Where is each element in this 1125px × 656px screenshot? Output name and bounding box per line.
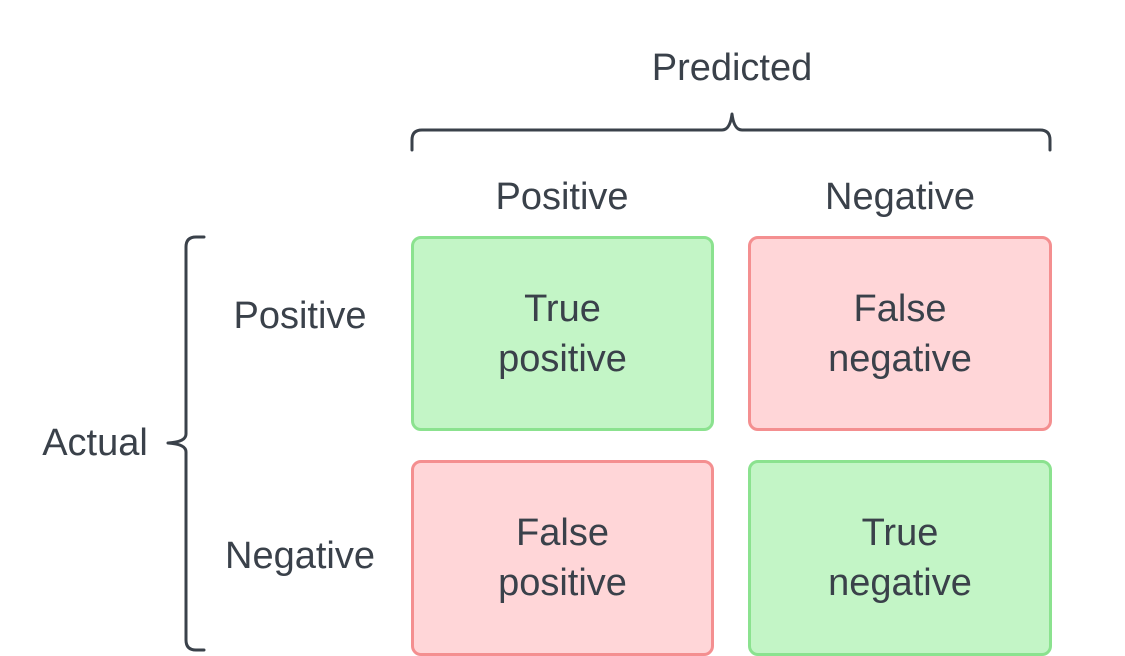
cell-false-positive: False positive <box>411 460 714 656</box>
column-header-positive: Positive <box>495 176 629 218</box>
column-header-negative: Negative <box>825 176 975 218</box>
cell-false-negative: False negative <box>748 236 1052 431</box>
cell-label-line2: positive <box>498 562 627 604</box>
row-header-negative: Negative <box>225 535 375 577</box>
predicted-axis-title: Predicted <box>651 47 813 89</box>
cell-label-line1: False <box>853 287 947 330</box>
cell-label-line2: negative <box>828 562 972 604</box>
predicted-brace <box>410 112 1052 152</box>
cell-label-line2: negative <box>828 337 972 380</box>
cell-true-negative: True negative <box>748 460 1052 656</box>
row-header-positive: Positive <box>233 295 367 337</box>
cell-label-line1: True <box>524 287 601 330</box>
actual-axis-title: Actual <box>42 422 148 464</box>
cell-label-line1: False <box>516 512 609 554</box>
cell-label-line1: True <box>861 512 939 554</box>
cell-true-positive: True positive <box>411 236 714 431</box>
cell-label-line2: positive <box>498 337 627 380</box>
